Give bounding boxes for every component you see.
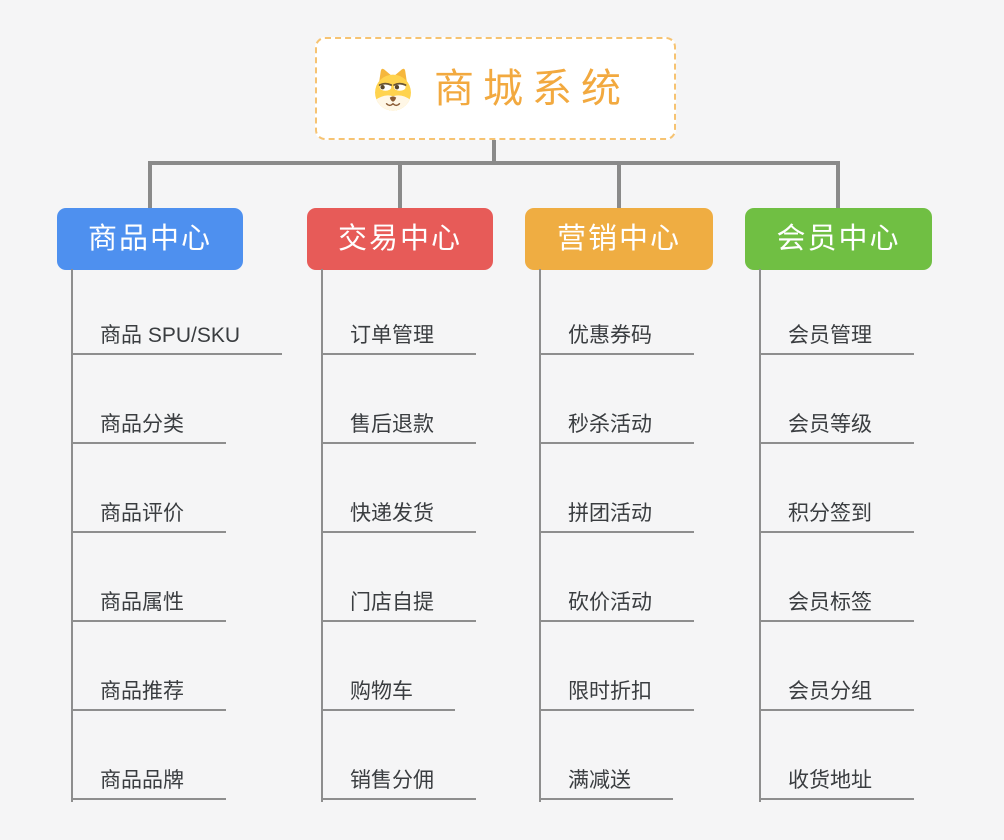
leaf-node: 销售分佣 (322, 711, 476, 800)
leaf-node-label[interactable]: 会员标签 (760, 592, 914, 622)
leaf-node: 商品分类 (72, 355, 282, 444)
branch-items-product: 商品 SPU/SKU 商品分类 商品评价 商品属性 商品推荐 商品品牌 (72, 266, 283, 800)
leaf-node: 积分签到 (760, 444, 914, 533)
leaf-node: 会员等级 (760, 355, 914, 444)
leaf-node-label[interactable]: 商品属性 (72, 592, 226, 622)
leaf-node: 满减送 (540, 711, 694, 800)
connector-rail-marketing (539, 269, 541, 802)
connector-stem-member (836, 161, 840, 208)
root-title: 商城系统 (434, 66, 630, 111)
leaf-node-label[interactable]: 商品分类 (72, 414, 226, 444)
leaf-node: 会员标签 (760, 533, 914, 622)
branch-items-marketing: 优惠券码 秒杀活动 拼团活动 砍价活动 限时折扣 满减送 (540, 266, 694, 800)
root-node-mall-system[interactable]: 商城系统 (315, 37, 676, 140)
leaf-node: 商品品牌 (72, 711, 282, 800)
leaf-node: 优惠券码 (540, 266, 694, 355)
leaf-node-label[interactable]: 优惠券码 (540, 325, 694, 355)
leaf-node-label[interactable]: 积分签到 (760, 503, 914, 533)
leaf-node: 秒杀活动 (540, 355, 694, 444)
connector-stem-product (148, 161, 152, 208)
leaf-node-label[interactable]: 订单管理 (322, 325, 476, 355)
leaf-node-label[interactable]: 门店自提 (322, 592, 476, 622)
leaf-node: 售后退款 (322, 355, 476, 444)
leaf-node-label[interactable]: 商品评价 (72, 503, 226, 533)
leaf-node-label[interactable]: 商品推荐 (72, 681, 226, 711)
leaf-node: 收货地址 (760, 711, 914, 800)
leaf-node: 限时折扣 (540, 622, 694, 711)
branch-node-member-center[interactable]: 会员中心 (745, 208, 932, 270)
leaf-node: 商品评价 (72, 444, 282, 533)
leaf-node-label[interactable]: 限时折扣 (540, 681, 694, 711)
leaf-node-label[interactable]: 砍价活动 (540, 592, 694, 622)
connector-bus (148, 161, 840, 165)
connector-stem-marketing (617, 161, 621, 208)
leaf-node: 快递发货 (322, 444, 476, 533)
leaf-node-label[interactable]: 拼团活动 (540, 503, 694, 533)
leaf-node: 商品推荐 (72, 622, 282, 711)
branch-items-trade: 订单管理 售后退款 快递发货 门店自提 购物车 销售分佣 (322, 266, 476, 800)
connector-rail-trade (321, 269, 323, 802)
branch-items-member: 会员管理 会员等级 积分签到 会员标签 会员分组 收货地址 (760, 266, 914, 800)
connector-rail-product (71, 269, 73, 802)
branch-node-trade-center[interactable]: 交易中心 (307, 208, 493, 270)
leaf-node: 拼团活动 (540, 444, 694, 533)
connector-stem-trade (398, 161, 402, 208)
dog-face-icon (370, 66, 416, 112)
branch-node-marketing-center[interactable]: 营销中心 (525, 208, 713, 270)
leaf-node-label[interactable]: 收货地址 (760, 770, 914, 800)
leaf-node: 商品属性 (72, 533, 282, 622)
leaf-node-label[interactable]: 售后退款 (322, 414, 476, 444)
branch-node-product-center[interactable]: 商品中心 (57, 208, 243, 270)
leaf-node: 会员管理 (760, 266, 914, 355)
leaf-node: 会员分组 (760, 622, 914, 711)
leaf-node-label[interactable]: 会员管理 (760, 325, 914, 355)
leaf-node-label[interactable]: 购物车 (322, 681, 455, 711)
leaf-node-label[interactable]: 秒杀活动 (540, 414, 694, 444)
leaf-node: 商品 SPU/SKU (72, 266, 283, 355)
connector-root-stem (492, 140, 496, 163)
leaf-node-label[interactable]: 快递发货 (322, 503, 476, 533)
leaf-node-label[interactable]: 满减送 (540, 770, 673, 800)
leaf-node-label[interactable]: 会员分组 (760, 681, 914, 711)
leaf-node: 购物车 (322, 622, 476, 711)
leaf-node: 砍价活动 (540, 533, 694, 622)
leaf-node: 门店自提 (322, 533, 476, 622)
leaf-node-label[interactable]: 销售分佣 (322, 770, 476, 800)
leaf-node-label[interactable]: 会员等级 (760, 414, 914, 444)
connector-rail-member (759, 269, 761, 802)
leaf-node-label[interactable]: 商品 SPU/SKU (72, 325, 283, 355)
leaf-node: 订单管理 (322, 266, 476, 355)
leaf-node-label[interactable]: 商品品牌 (72, 770, 226, 800)
